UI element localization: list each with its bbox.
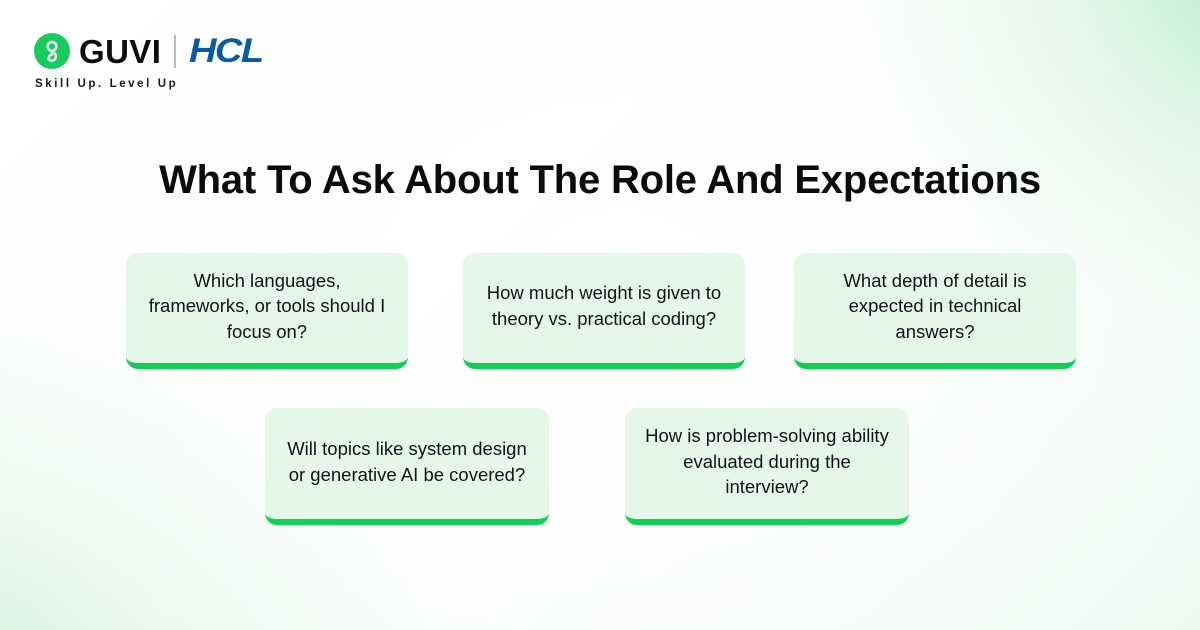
guvi-wordmark: GUVI (79, 32, 162, 70)
guvi-infinity-g-icon (34, 33, 70, 69)
brand-tagline: Skill Up. Level Up (35, 78, 179, 90)
question-card: How much weight is given to theory vs. p… (463, 253, 745, 369)
logo-divider (174, 34, 176, 68)
question-card-text: Which languages, frameworks, or tools sh… (148, 269, 386, 342)
logo-row: GUVI HCL (34, 30, 264, 72)
page-title: What To Ask About The Role And Expectati… (159, 158, 1041, 202)
hcl-wordmark: HCL (188, 32, 264, 70)
question-card-text: Will topics like system design or genera… (287, 437, 527, 485)
guvi-logo: GUVI (34, 33, 161, 69)
question-card-text: What depth of detail is expected in tech… (843, 269, 1027, 342)
question-card: Which languages, frameworks, or tools sh… (126, 253, 408, 369)
brand-lockup: GUVI HCL Skill Up. Level Up (34, 30, 264, 90)
question-card-text: How much weight is given to theory vs. p… (486, 282, 722, 329)
question-card: What depth of detail is expected in tech… (794, 253, 1076, 369)
question-card: Will topics like system design or genera… (265, 408, 549, 525)
question-card-text: How is problem-solving ability evaluated… (645, 425, 889, 498)
question-card: How is problem-solving ability evaluated… (625, 408, 909, 525)
